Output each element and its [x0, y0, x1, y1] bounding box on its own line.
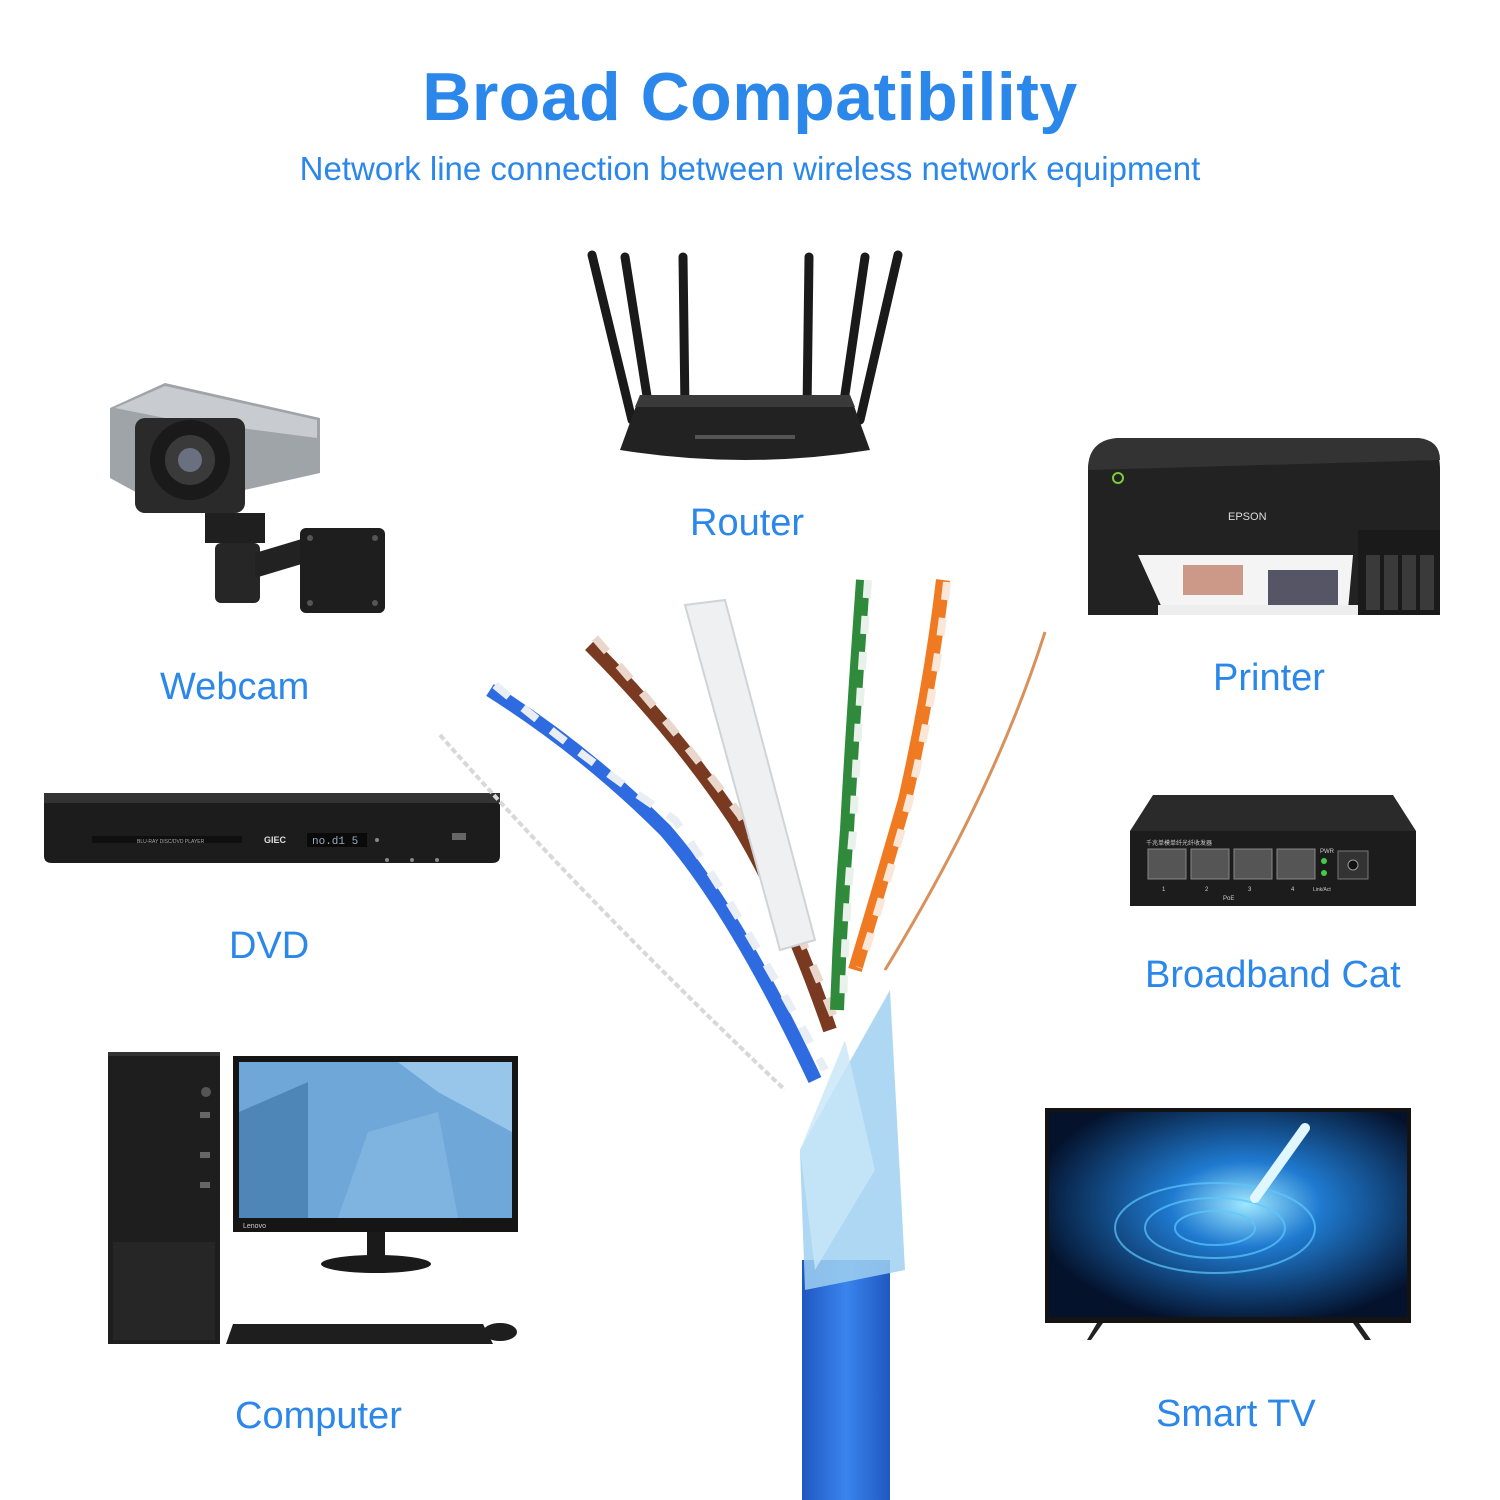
- computer-label: Computer: [235, 1395, 402, 1437]
- dvd-label: DVD: [229, 925, 310, 967]
- webcam-label: Webcam: [160, 666, 310, 708]
- switch-port-1: 1: [1162, 887, 1166, 893]
- router-label: Router: [690, 502, 805, 544]
- network-switch-icon: 千兆单模单纤光纤收发器 1 2 3 4 PoE PWR Link/Act: [1128, 793, 1418, 908]
- page-subtitle: Network line connection between wireless…: [299, 150, 1201, 187]
- dvd-brand: GIEC: [264, 835, 287, 845]
- webcam-icon: [105, 378, 390, 613]
- switch-port-4: 4: [1291, 887, 1295, 893]
- dvd-display: no.d1 5: [312, 836, 358, 848]
- switch-link-label: Link/Act: [1313, 887, 1331, 893]
- monitor-brand: Lenovo: [243, 1223, 266, 1230]
- smart-tv-label: Smart TV: [1156, 1393, 1316, 1435]
- dvd-player-icon: BLU-RAY DISC/DVD PLAYER GIEC no.d1 5: [42, 788, 502, 873]
- switch-poe-label: PoE: [1223, 896, 1234, 902]
- switch-header: 千兆单模单纤光纤收发器: [1146, 839, 1212, 847]
- router-icon: [580, 245, 910, 470]
- switch-pwr-label: PWR: [1320, 849, 1335, 855]
- printer-icon: EPSON: [1088, 430, 1443, 620]
- switch-port-3: 3: [1248, 887, 1252, 893]
- ethernet-cable-icon: [435, 570, 1050, 1500]
- switch-port-2: 2: [1205, 887, 1209, 893]
- computer-icon: Lenovo: [108, 1052, 520, 1347]
- printer-label: Printer: [1213, 657, 1325, 699]
- broadband-cat-label: Broadband Cat: [1145, 954, 1401, 996]
- dvd-tray-label: BLU-RAY DISC/DVD PLAYER: [137, 839, 205, 845]
- printer-brand: EPSON: [1228, 511, 1267, 523]
- page-title: Broad Compatibility: [422, 59, 1078, 135]
- smart-tv-icon: [1045, 1108, 1413, 1343]
